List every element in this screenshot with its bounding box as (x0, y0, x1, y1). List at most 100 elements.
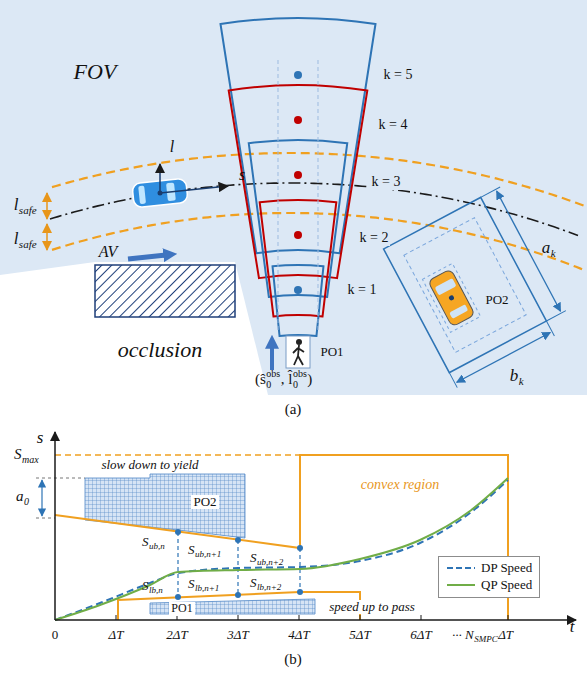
tick-label: 4ΔT (288, 628, 309, 643)
bound-label: S (142, 535, 149, 550)
obstacle-label: PO1 (320, 345, 343, 360)
a0-bracket (41, 480, 42, 516)
dimension-label: a (542, 238, 551, 258)
region-dot (294, 231, 302, 239)
tick-label: 6ΔT (410, 628, 431, 643)
l-axis (159, 164, 161, 193)
legend-text: DP Speed (481, 560, 532, 577)
prediction-region (229, 85, 368, 278)
annotation: slow down to yield (99, 458, 200, 473)
region-dot (294, 171, 302, 179)
region-index: k = 1 (346, 282, 379, 298)
superscript: obs (266, 368, 280, 380)
legend-sample (446, 580, 476, 590)
panel-label: (b) (284, 651, 302, 668)
po1-heading-arrow (270, 346, 274, 370)
bound-label: S (142, 579, 149, 594)
a0-extent (36, 478, 85, 479)
axis-label: s (37, 428, 44, 448)
tick-label: 2ΔT (166, 628, 187, 643)
po2-occupancy (85, 474, 245, 538)
superscript: obs (293, 368, 307, 380)
tick-label: 3ΔT (227, 628, 248, 643)
tick-label: 0 (52, 628, 59, 643)
bound-markers (178, 532, 300, 597)
reference-line (50, 183, 578, 235)
symbol: l (14, 229, 19, 249)
subscript: lb,n+2 (257, 582, 281, 592)
lower-bound (118, 592, 360, 620)
panel-label: (a) (285, 401, 302, 418)
dp-speed-curve (55, 480, 508, 620)
prediction-region (221, 18, 376, 253)
prediction-region (260, 200, 337, 316)
region-dot (294, 71, 302, 79)
pedestrian (286, 336, 310, 368)
vehicle-label: AV (99, 243, 118, 261)
bound-label: S (188, 577, 195, 592)
dimension-label: b (510, 366, 519, 386)
obstacle-label: PO2 (191, 495, 218, 510)
axis-value: S (14, 446, 22, 463)
tick-label: ΔT (498, 628, 513, 643)
subscript: ub,n (149, 541, 165, 551)
coordinate: ) (307, 371, 312, 388)
dimension-label: a (16, 488, 24, 505)
guide-line (318, 60, 319, 330)
bound-label: S (250, 576, 257, 591)
po2-region (384, 187, 574, 388)
region-dot (294, 286, 302, 294)
symbol: l (14, 195, 19, 215)
prediction-region (273, 265, 324, 336)
region-index: k = 4 (377, 117, 410, 133)
safe-bracket (46, 224, 48, 250)
bound-dots (175, 529, 303, 600)
region-index: k = 3 (370, 174, 403, 190)
av-center (158, 191, 163, 196)
obstacle-label: PO2 (485, 293, 508, 308)
region-index: k = 2 (358, 230, 391, 246)
region-label: convex region (361, 477, 439, 493)
a0-extent (36, 518, 55, 519)
subscript: max (22, 454, 39, 466)
legend-sample (446, 563, 476, 573)
axis-label: l (170, 138, 174, 156)
av-heading-arrow (128, 255, 166, 259)
obstacle-label: PO1 (169, 602, 194, 616)
subscript: SMPC (474, 634, 498, 644)
guide-line (278, 60, 279, 330)
legend-box: DP SpeedQP Speed (438, 556, 540, 598)
legend-text: QP Speed (481, 577, 532, 594)
subscript: safe (19, 238, 37, 251)
region-dot (294, 116, 302, 124)
subscript: 0 (293, 379, 298, 391)
axis-label: s (239, 166, 245, 184)
tick-label: ··· N (452, 628, 474, 643)
s-axis (160, 186, 228, 193)
region-label: occlusion (118, 337, 202, 362)
tick-label: 5ΔT (349, 628, 370, 643)
subscript: lb,n+1 (195, 583, 219, 593)
legend-entry: QP Speed (446, 577, 532, 594)
qp-speed-curve (55, 478, 508, 620)
subscript: ub,n+1 (195, 549, 221, 559)
tick-label: ΔT (109, 628, 124, 643)
subscript: ub,n+2 (257, 557, 283, 567)
occlusion-block (95, 265, 235, 317)
subscript: 0 (266, 379, 271, 391)
occluded-region (0, 262, 268, 395)
region-index: k = 5 (382, 67, 415, 83)
t-axis (55, 619, 576, 621)
subscript: 0 (24, 496, 29, 508)
bound-label: S (188, 543, 195, 558)
subscript: k (551, 247, 556, 260)
s-axis-b (54, 432, 56, 620)
annotation: speed up to pass (327, 600, 417, 615)
safe-bracket (46, 193, 48, 219)
subscript: k (519, 375, 524, 388)
prediction-region (249, 140, 348, 297)
axis-label: t (570, 617, 575, 637)
fov-region (0, 0, 587, 395)
coordinate: , l̂ (281, 371, 293, 388)
region-label: FOV (74, 59, 117, 84)
